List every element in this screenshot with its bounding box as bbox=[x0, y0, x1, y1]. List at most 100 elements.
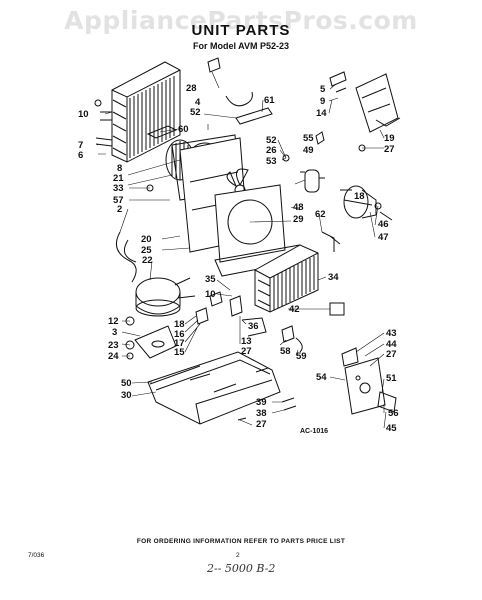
fan-motor bbox=[340, 185, 393, 221]
evaporator-coil bbox=[254, 244, 319, 313]
callout-20: 20 bbox=[141, 234, 152, 245]
callout-39: 39 bbox=[256, 397, 267, 408]
terminal-cover bbox=[229, 295, 243, 317]
diagram-code: AC-1016 bbox=[300, 428, 329, 435]
callout-53: 53 bbox=[266, 156, 277, 167]
callout-59: 59 bbox=[296, 351, 307, 362]
rod bbox=[149, 365, 201, 385]
callout-4: 4 bbox=[195, 97, 201, 108]
callout-27: 27 bbox=[384, 144, 395, 155]
refrigerant-tubing bbox=[115, 231, 137, 283]
callout-58: 58 bbox=[280, 346, 291, 357]
callout-49: 49 bbox=[303, 145, 314, 156]
callout-8: 8 bbox=[117, 163, 123, 174]
callout-38: 38 bbox=[256, 408, 267, 419]
control-panel bbox=[344, 357, 386, 415]
callout-44: 44 bbox=[386, 339, 397, 350]
callout-9: 9 bbox=[320, 96, 326, 107]
compressor bbox=[135, 277, 196, 317]
callout-6: 6 bbox=[78, 150, 84, 161]
callout-18: 18 bbox=[354, 191, 365, 202]
callout-16: 16 bbox=[174, 329, 185, 340]
callout-12: 12 bbox=[108, 316, 119, 327]
overload-protector bbox=[195, 291, 223, 325]
callout-54: 54 bbox=[316, 372, 327, 383]
bracket-clip bbox=[329, 71, 347, 93]
thermostat-bulb bbox=[315, 131, 325, 145]
document-number: 7/036 bbox=[28, 552, 45, 559]
callout-42: 42 bbox=[289, 304, 300, 315]
callout-28: 28 bbox=[186, 83, 197, 94]
grommet bbox=[125, 340, 135, 350]
callout-36: 36 bbox=[248, 321, 259, 332]
clip bbox=[207, 57, 221, 73]
ordering-note: FOR ORDERING INFORMATION REFER TO PARTS … bbox=[136, 538, 346, 545]
callout-55: 55 bbox=[303, 133, 314, 144]
callout-22: 22 bbox=[142, 255, 153, 266]
callout-52b: 52 bbox=[266, 135, 277, 146]
control-wire bbox=[241, 317, 267, 337]
leader-lines bbox=[95, 71, 387, 429]
callout-52: 52 bbox=[190, 107, 201, 118]
screw bbox=[94, 99, 102, 107]
base-pan bbox=[147, 351, 281, 425]
watermark: AppliancePartsPros.com bbox=[64, 6, 418, 35]
screw bbox=[282, 154, 290, 162]
wire-harness bbox=[225, 91, 253, 107]
callout-15: 15 bbox=[174, 347, 185, 358]
callout-27d: 27 bbox=[256, 419, 267, 430]
callout-43: 43 bbox=[386, 328, 397, 339]
callout-19: 19 bbox=[384, 133, 395, 144]
callout-61: 61 bbox=[264, 95, 275, 106]
fasteners bbox=[237, 367, 297, 421]
switch-parts bbox=[281, 325, 303, 353]
knob bbox=[341, 347, 359, 367]
callout-2: 2 bbox=[117, 204, 123, 215]
callout-27b: 27 bbox=[241, 346, 252, 357]
callout-10b: 10 bbox=[205, 289, 216, 300]
orifice-frame bbox=[214, 184, 286, 263]
callout-27c: 27 bbox=[386, 349, 397, 360]
callout-21: 21 bbox=[113, 173, 124, 184]
callout-10: 10 bbox=[78, 109, 89, 120]
callout-35: 35 bbox=[205, 274, 216, 285]
capacitor bbox=[300, 169, 325, 193]
callout-18b: 18 bbox=[174, 319, 185, 330]
relay bbox=[329, 302, 345, 316]
callout-14: 14 bbox=[316, 108, 327, 119]
condenser-coil bbox=[95, 61, 181, 163]
callout-25: 25 bbox=[141, 245, 152, 256]
callout-57: 57 bbox=[113, 195, 124, 206]
page-title: UNIT PARTS bbox=[191, 22, 291, 39]
callout-62: 62 bbox=[315, 209, 326, 220]
switch bbox=[377, 391, 397, 413]
heater-strip bbox=[235, 107, 273, 125]
callout-29: 29 bbox=[293, 214, 304, 225]
page-subtitle: For Model AVM P52-23 bbox=[192, 41, 290, 51]
callout-47: 47 bbox=[378, 232, 389, 243]
callout-17: 17 bbox=[174, 338, 185, 349]
callout-46: 46 bbox=[378, 219, 389, 230]
motor-bracket bbox=[355, 73, 401, 133]
callout-34: 34 bbox=[328, 272, 339, 283]
screw bbox=[374, 202, 382, 210]
callout-48: 48 bbox=[293, 202, 304, 213]
filter-panel bbox=[146, 125, 178, 139]
callout-56: 56 bbox=[388, 408, 399, 419]
callout-30: 30 bbox=[121, 390, 132, 401]
callout-26: 26 bbox=[266, 145, 277, 156]
callout-60: 60 bbox=[178, 124, 189, 135]
handwritten-note: 2-- 5000 B-2 bbox=[207, 562, 276, 575]
callout-7: 7 bbox=[78, 140, 84, 151]
callout-3: 3 bbox=[112, 327, 118, 338]
compressor-mount bbox=[134, 325, 177, 359]
callout-13: 13 bbox=[241, 336, 252, 347]
callout-50: 50 bbox=[121, 378, 132, 389]
drain-tube bbox=[321, 231, 341, 252]
callout-23: 23 bbox=[108, 340, 119, 351]
callout-45: 45 bbox=[386, 423, 397, 434]
callout-24: 24 bbox=[108, 351, 119, 362]
page-number: 2 bbox=[236, 552, 240, 559]
callout-33: 33 bbox=[113, 183, 124, 194]
